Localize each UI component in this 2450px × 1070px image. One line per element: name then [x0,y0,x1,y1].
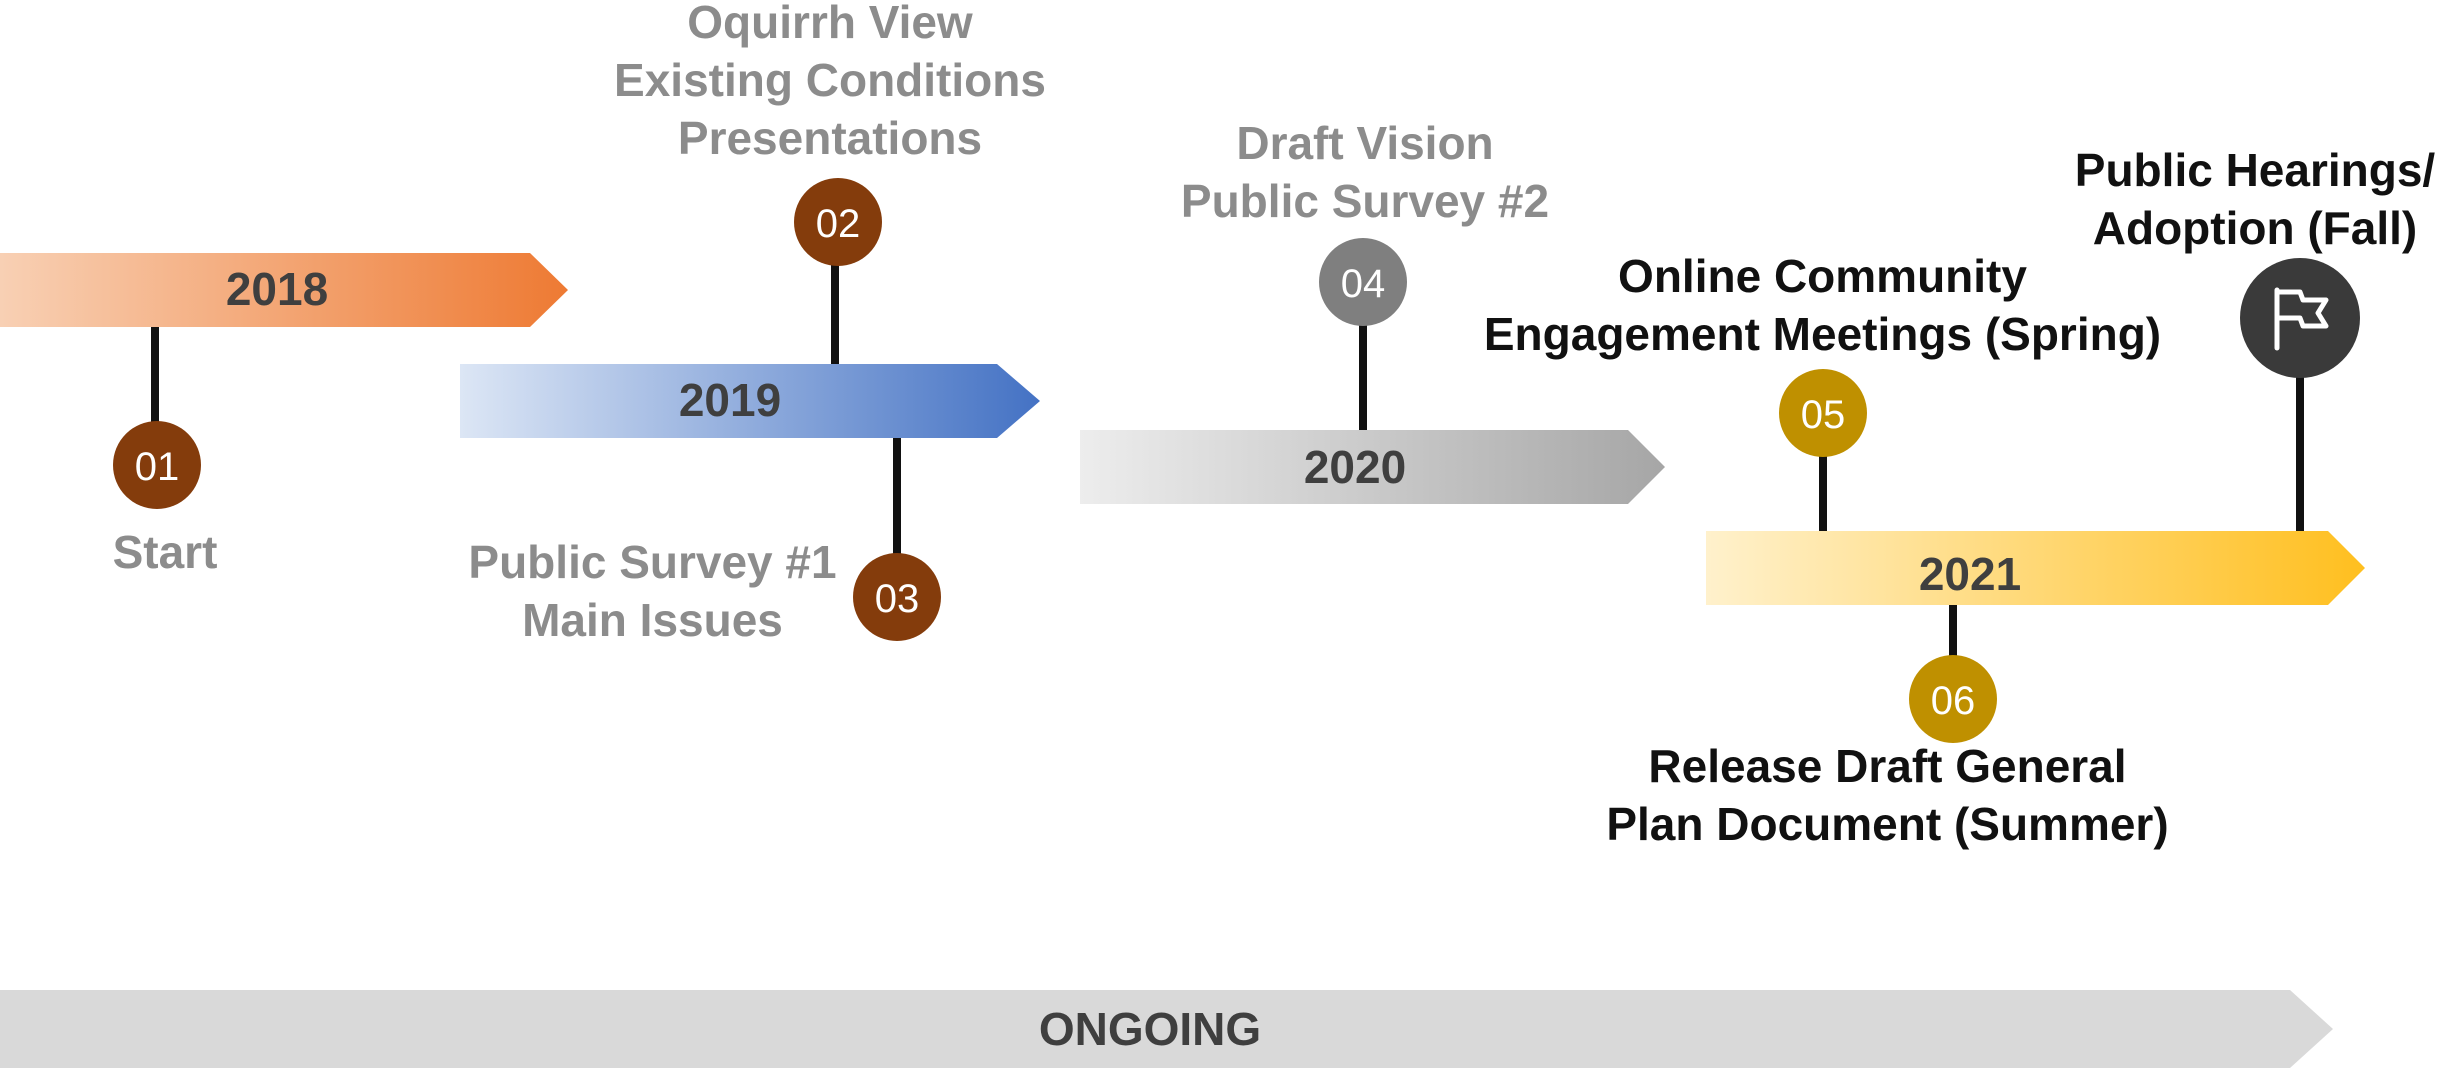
milestone-final-label: Public Hearings/ Adoption (Fall) [2060,141,2450,257]
milestone-01-label: Start [70,523,260,581]
milestone-05-number: 05 [1801,393,1846,437]
milestone-01-number: 01 [135,445,180,489]
milestone-final-label-line: Public Hearings/ [2074,144,2436,196]
milestone-06-label-line: Plan Document (Summer) [1606,798,2169,850]
milestone-02-label: Oquirrh View Existing Conditions Present… [560,0,1100,167]
year-label-2018: 2018 [226,263,328,315]
milestone-05-label: Online Community Engagement Meetings (Sp… [1440,247,2205,363]
year-arrow-2018 [0,253,568,327]
milestone-02-label-line: Presentations [677,112,983,164]
milestone-01-label-line: Start [112,526,218,578]
milestone-02-label-line: Existing Conditions [614,54,1046,106]
milestone-01: 01 [113,421,201,509]
milestone-06-label: Release Draft General Plan Document (Sum… [1565,737,2210,853]
ongoing-label: ONGOING [1039,1003,1261,1055]
flag-icon [2274,287,2329,351]
milestone-04-number: 04 [1341,262,1386,306]
milestone-05: 05 [1779,369,1867,457]
milestone-06-label-line: Release Draft General [1648,740,2127,792]
year-label-2019: 2019 [679,374,781,426]
milestone-06-number: 06 [1931,679,1976,723]
milestone-04: 04 [1319,238,1407,326]
milestone-03-label-line: Main Issues [522,594,783,646]
year-arrow-2019 [460,364,1040,438]
ongoing-arrow [0,990,2333,1068]
milestone-04-label-line: Draft Vision [1236,117,1494,169]
milestone-02-number: 02 [816,202,861,246]
year-label-2021: 2021 [1919,548,2021,600]
milestone-05-label-line: Engagement Meetings (Spring) [1483,308,2162,360]
year-arrow-2020 [1080,430,1665,504]
milestone-03: 03 [853,553,941,641]
milestone-03-number: 03 [875,577,920,621]
milestone-02-label-line: Oquirrh View [687,0,973,48]
milestone-06: 06 [1909,655,1997,743]
milestone-03-label-line: Public Survey #1 [468,536,837,588]
milestone-04-label-line: Public Survey #2 [1180,175,1550,227]
milestone-05-label-line: Online Community [1618,250,2027,302]
milestone-final-label-line: Adoption (Fall) [2092,202,2418,254]
milestone-final [2240,258,2360,378]
milestone-04-label: Draft Vision Public Survey #2 [1150,114,1580,230]
milestone-03-label: Public Survey #1 Main Issues [440,533,865,649]
milestone-02: 02 [794,178,882,266]
year-arrow-2021 [1706,531,2365,605]
year-label-2020: 2020 [1304,441,1406,493]
